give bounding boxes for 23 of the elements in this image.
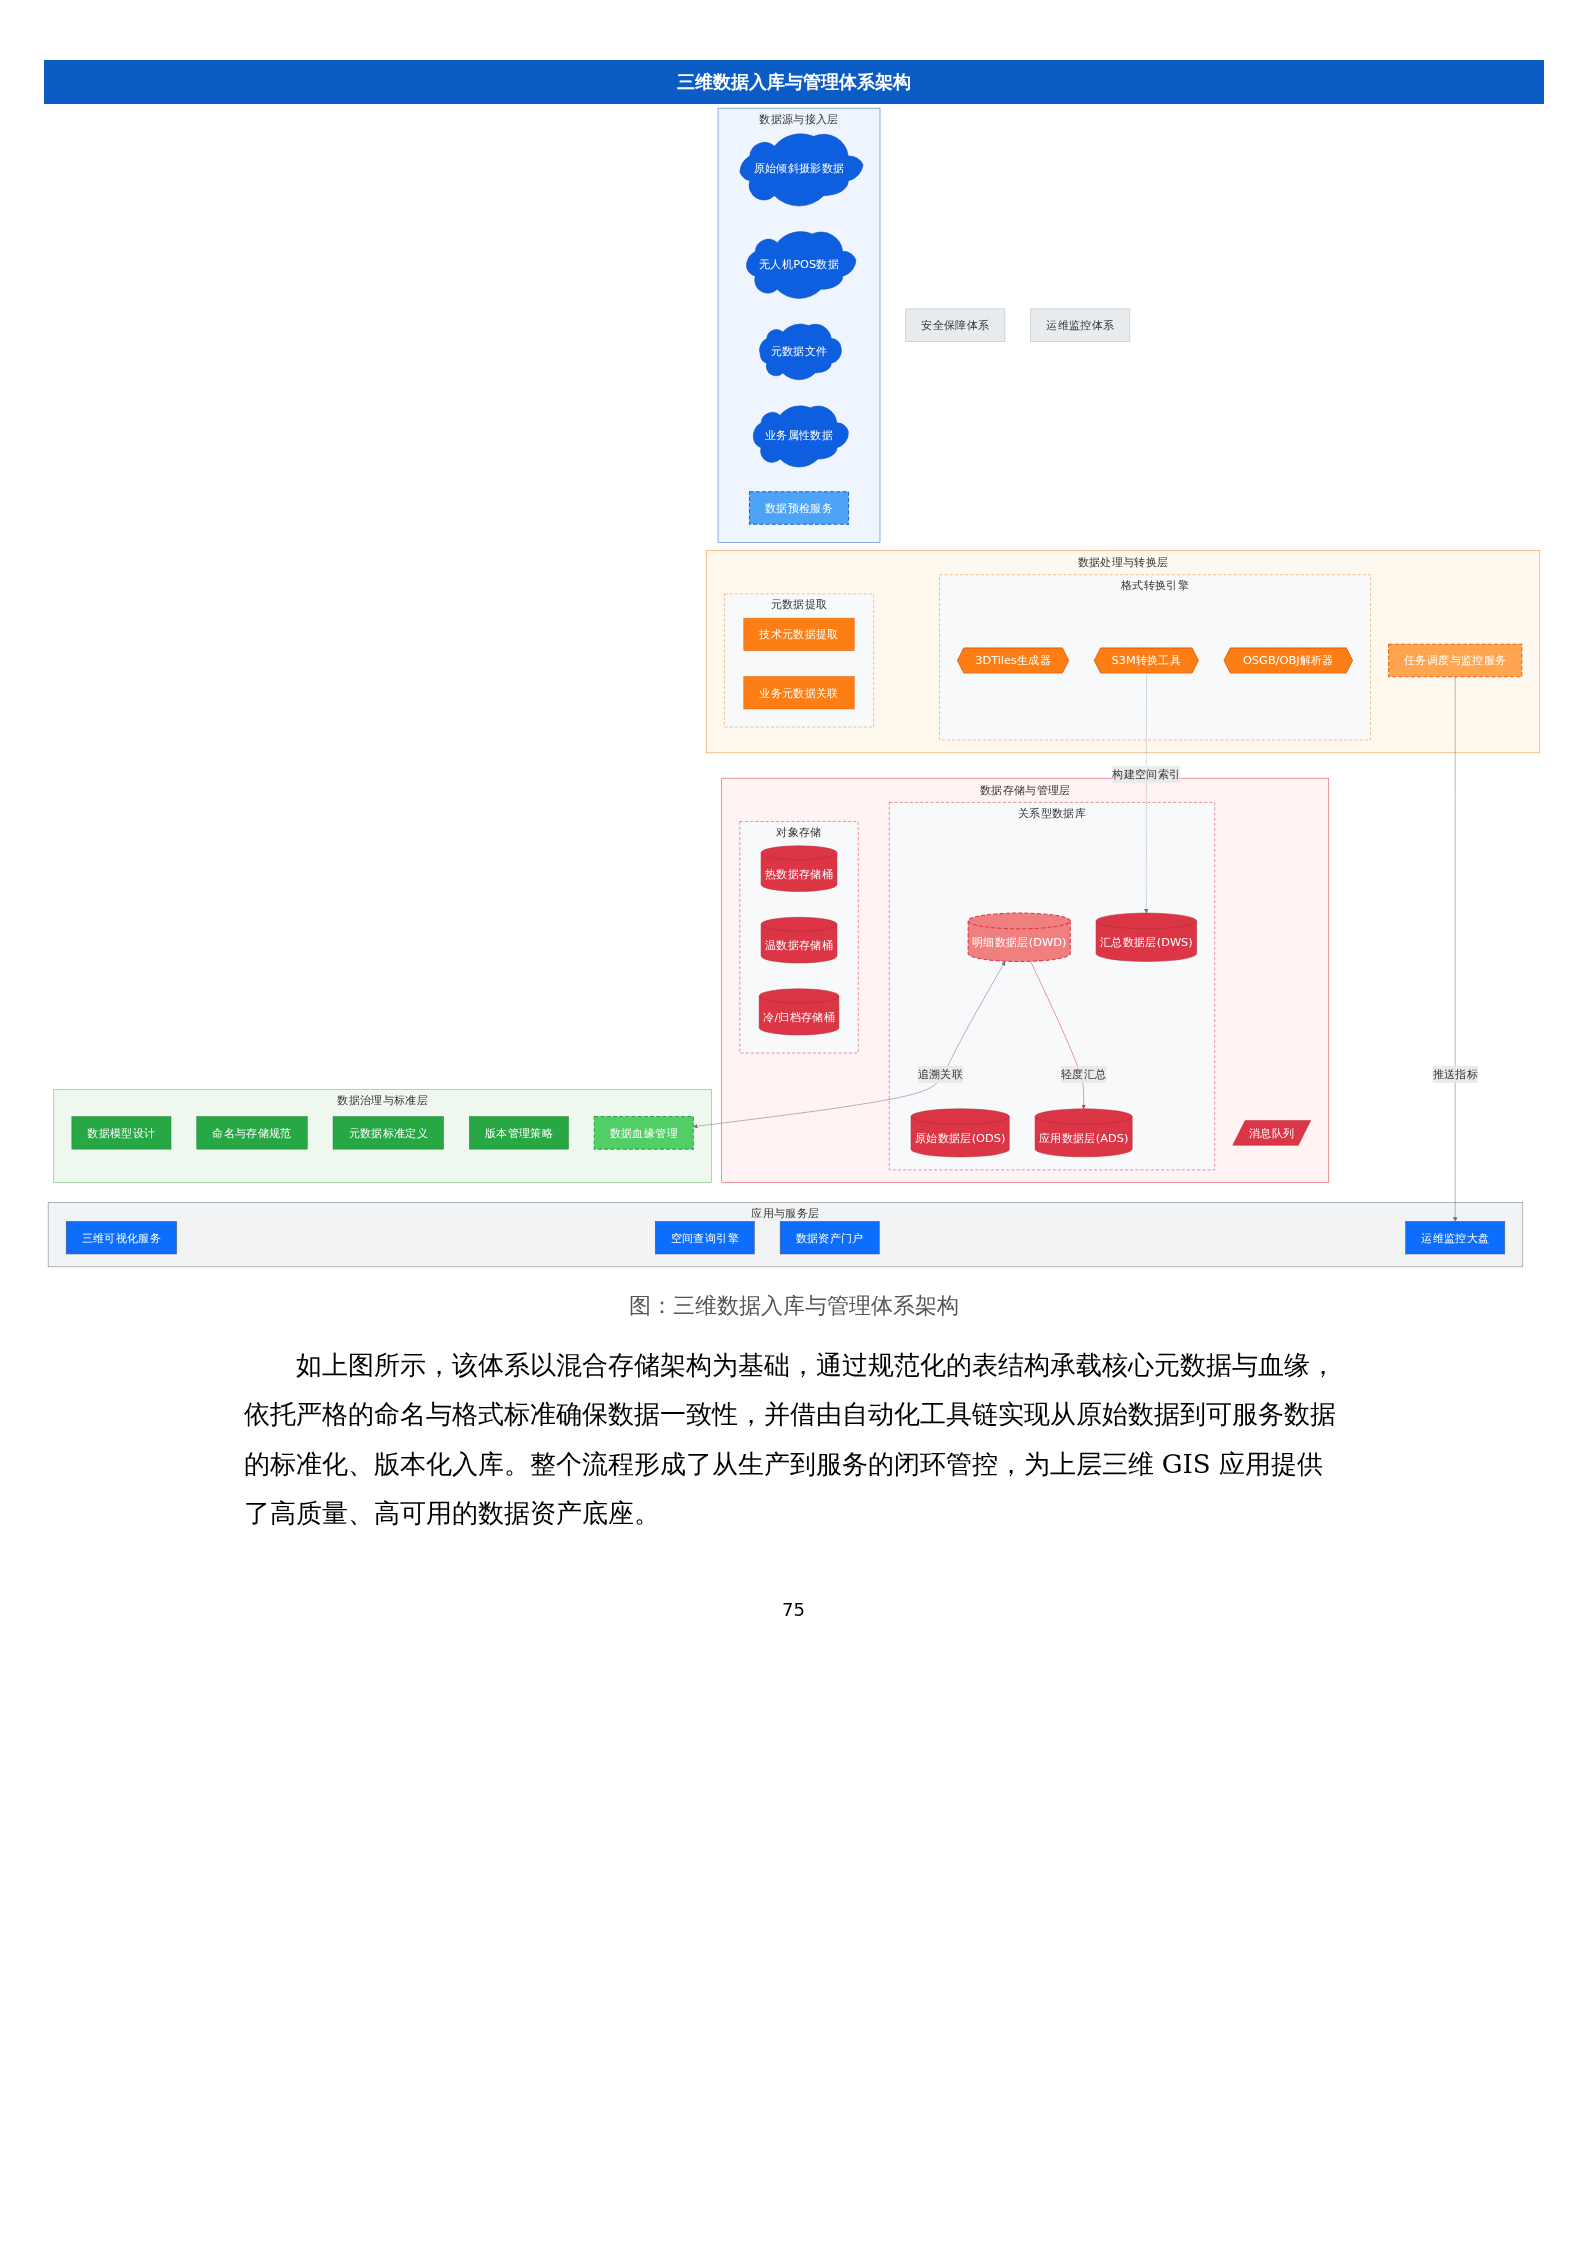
node-box: 业务元数据关联: [743, 676, 854, 710]
node-box: 数据模型设计: [71, 1116, 171, 1150]
node-box: 三维可视化服务: [65, 1221, 177, 1255]
node-box: 版本管理策略: [468, 1116, 569, 1150]
node-box: 安全保障体系: [905, 308, 1005, 342]
node-box: 数据预检服务: [748, 491, 849, 525]
node-box: 任务调度与监控服务: [1387, 643, 1522, 678]
figure-caption: 图：三维数据入库与管理体系架构: [627, 1292, 960, 1320]
diagram-title: 三维数据入库与管理体系架构: [43, 60, 1544, 104]
edge-label: 追溯关联: [917, 1068, 963, 1081]
node-box: 命名与存储规范: [196, 1116, 307, 1150]
edge-label: 推送指标: [1432, 1068, 1478, 1081]
body-paragraph: 如上图所示，该体系以混合存储架构为基础，通过规范化的表结构承载核心元数据与血缘，依托严格的命名与格式标准确保数据一致性，并借由自动化工具链实现从原始数据到可服务数据的标准化、版本化入库。整个流程形成了从生产到服务的闭环管控，为上层三维 GIS 应用提供了高质量、高可用的数据资产底座。: [243, 1349, 1337, 1531]
edge-label: 轻度汇总: [1060, 1068, 1106, 1081]
page-number: 75: [781, 1598, 806, 1620]
node-box: 元数据标准定义: [332, 1116, 444, 1150]
edge-label: 构建空间索引: [1111, 767, 1180, 781]
node-box: 运维监控体系: [1029, 308, 1130, 342]
node-box: 运维监控大盘: [1404, 1221, 1505, 1255]
node-box: 技术元数据提取: [743, 617, 854, 651]
node-box: 数据资产门户: [779, 1221, 880, 1255]
node-box: 空间查询引擎: [654, 1221, 755, 1255]
node-box: 数据血缘管理: [593, 1116, 694, 1150]
